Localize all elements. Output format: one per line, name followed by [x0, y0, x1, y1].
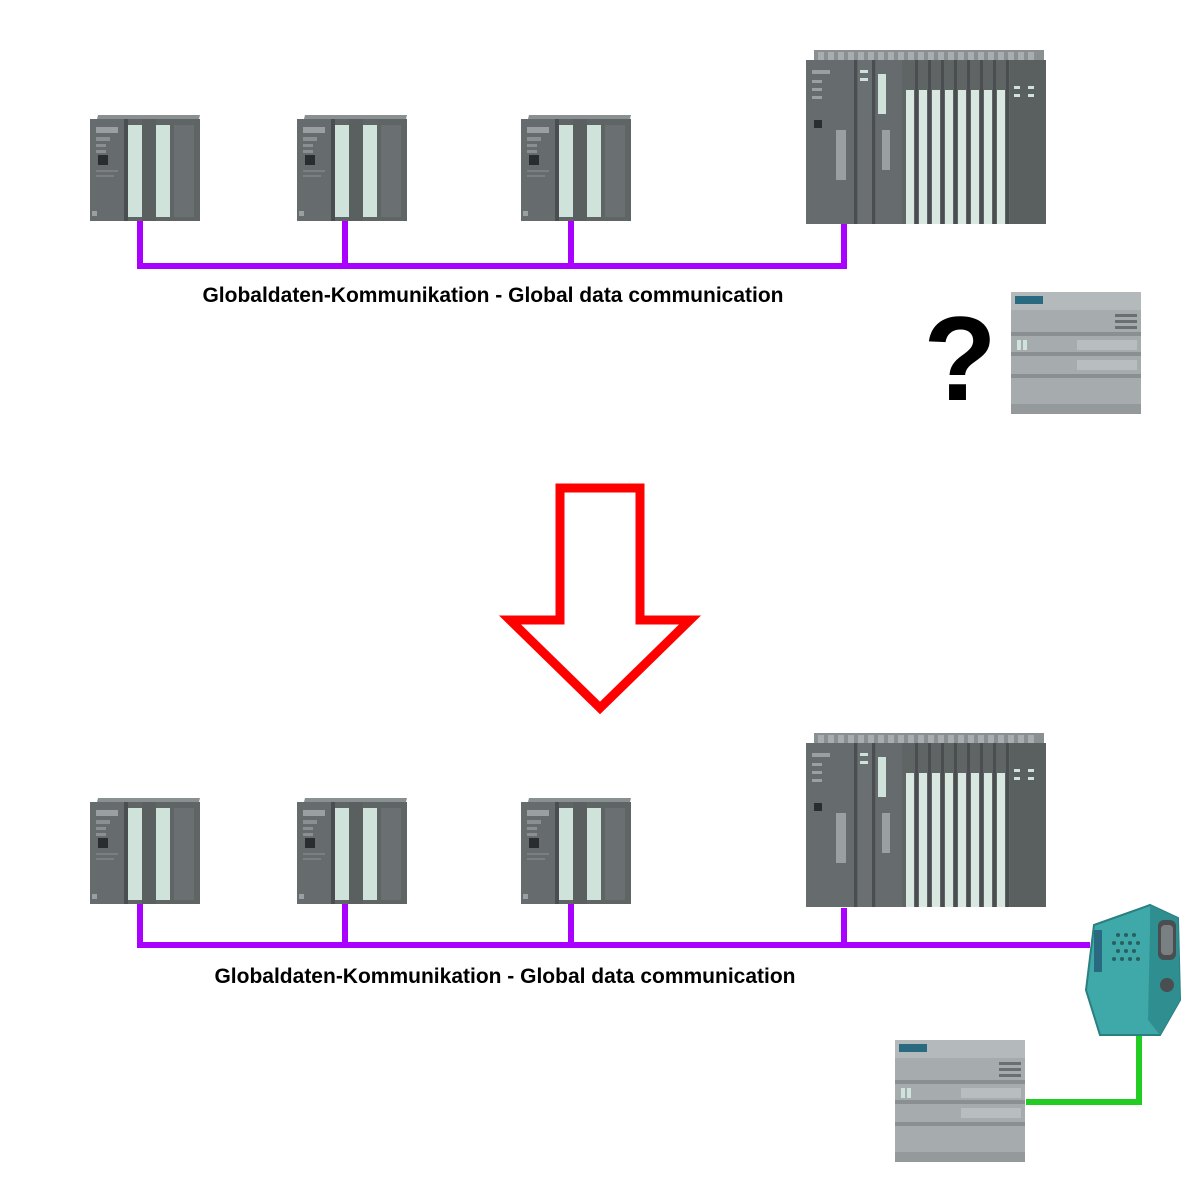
question-mark: ?: [923, 292, 996, 426]
top-bus-label: Globaldaten-Kommunikation - Global data …: [202, 284, 783, 307]
profibus-connector-icon: [1084, 903, 1182, 1036]
down-arrow-icon: [498, 483, 702, 715]
bottom-bus-label: Globaldaten-Kommunikation - Global data …: [214, 965, 795, 988]
bottom-section: Globaldaten-Kommunikation - Global data …: [90, 733, 1182, 1162]
plc-s7-300-icon: [297, 115, 407, 221]
plc-s7-300-icon: [521, 798, 631, 904]
plc-s7-1200-icon: [1011, 292, 1141, 414]
plc-s7-400-icon: [806, 50, 1046, 224]
top-section: Globaldaten-Kommunikation - Global data …: [90, 50, 1141, 426]
bottom-bus-line: [137, 904, 1090, 948]
top-bus-line: [137, 221, 847, 269]
plc-s7-300-icon: [90, 115, 200, 221]
plc-s7-300-icon: [521, 115, 631, 221]
plc-s7-1200-icon: [895, 1040, 1025, 1162]
plc-s7-300-icon: [90, 798, 200, 904]
plc-s7-400-icon: [806, 733, 1046, 907]
plc-s7-300-icon: [297, 798, 407, 904]
green-link-line: [1026, 1030, 1142, 1105]
